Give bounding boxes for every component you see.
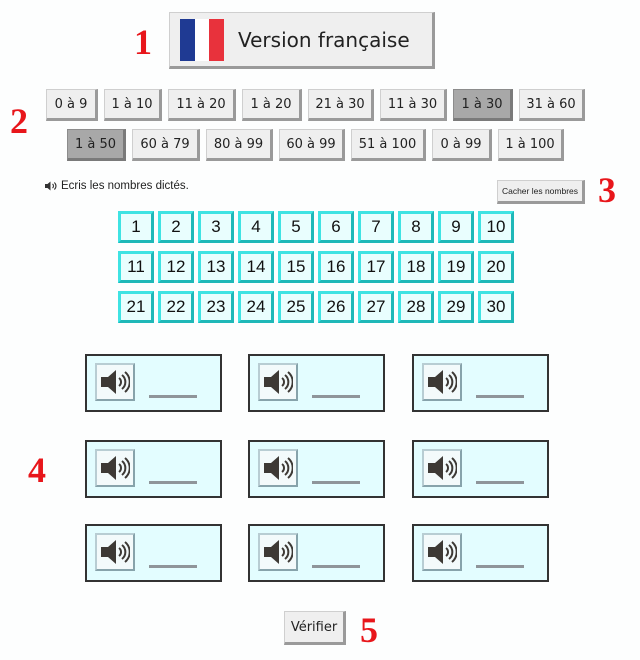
number-cell[interactable]: 8 [398, 211, 434, 243]
answer-blank[interactable] [149, 481, 197, 484]
number-cell[interactable]: 16 [318, 251, 354, 283]
play-sound-button[interactable] [422, 449, 462, 487]
language-version-button[interactable]: Version française [169, 12, 435, 69]
number-cell[interactable]: 18 [398, 251, 434, 283]
range-button-0-99[interactable]: 0 à 99 [432, 129, 492, 161]
hide-numbers-button[interactable]: Cacher les nombres [497, 180, 585, 204]
range-button-1-100[interactable]: 1 à 100 [498, 129, 564, 161]
number-cell[interactable]: 26 [318, 291, 354, 323]
play-sound-button[interactable] [258, 533, 298, 571]
answer-box-2[interactable] [248, 354, 385, 412]
play-sound-button[interactable] [95, 533, 135, 571]
range-buttons-row-2: 1 à 50 60 à 79 80 à 99 60 à 99 51 à 100 … [0, 129, 640, 163]
answer-blank[interactable] [476, 395, 524, 398]
flag-stripe-red [209, 18, 225, 61]
flag-stripe-white [194, 18, 210, 61]
range-button-51-100[interactable]: 51 à 100 [351, 129, 426, 161]
play-sound-button[interactable] [422, 533, 462, 571]
number-cell[interactable]: 29 [438, 291, 474, 323]
speaker-icon [264, 370, 293, 394]
number-cell[interactable]: 10 [478, 211, 514, 243]
number-cell[interactable]: 9 [438, 211, 474, 243]
answer-box-3[interactable] [412, 354, 549, 412]
number-cell[interactable]: 11 [118, 251, 154, 283]
answer-blank[interactable] [476, 481, 524, 484]
number-cell[interactable]: 15 [278, 251, 314, 283]
number-cell[interactable]: 12 [158, 251, 194, 283]
range-buttons-row-1: 0 à 9 1 à 10 11 à 20 1 à 20 21 à 30 11 à… [0, 89, 640, 123]
instruction-text: Ecris les nombres dictés. [61, 180, 189, 192]
answer-box-9[interactable] [412, 524, 549, 582]
range-button-21-30[interactable]: 21 à 30 [308, 89, 374, 121]
number-cell[interactable]: 3 [198, 211, 234, 243]
answer-box-7[interactable] [85, 524, 222, 582]
speaker-icon [428, 370, 457, 394]
number-cell[interactable]: 21 [118, 291, 154, 323]
number-cell[interactable]: 25 [278, 291, 314, 323]
french-flag-icon [180, 18, 225, 61]
range-button-1-30[interactable]: 1 à 30 [453, 89, 513, 121]
number-cell[interactable]: 6 [318, 211, 354, 243]
language-button-label: Version française [238, 27, 410, 52]
marker-5: 5 [360, 610, 378, 650]
play-sound-button[interactable] [422, 363, 462, 401]
number-cell[interactable]: 13 [198, 251, 234, 283]
play-sound-button[interactable] [258, 449, 298, 487]
speaker-icon[interactable] [45, 181, 58, 191]
answer-blank[interactable] [476, 565, 524, 568]
number-cell[interactable]: 22 [158, 291, 194, 323]
number-cell[interactable]: 19 [438, 251, 474, 283]
answer-box-5[interactable] [248, 440, 385, 498]
answer-box-4[interactable] [85, 440, 222, 498]
number-cell[interactable]: 27 [358, 291, 394, 323]
flag-stripe-blue [180, 18, 195, 61]
number-cell[interactable]: 30 [478, 291, 514, 323]
answer-blank[interactable] [149, 395, 197, 398]
range-button-0-9[interactable]: 0 à 9 [46, 89, 98, 121]
marker-4: 4 [28, 450, 46, 490]
play-sound-button[interactable] [95, 363, 135, 401]
play-sound-button[interactable] [258, 363, 298, 401]
marker-1: 1 [134, 22, 152, 62]
range-button-1-50[interactable]: 1 à 50 [67, 129, 126, 161]
answer-blank[interactable] [149, 565, 197, 568]
number-cell[interactable]: 14 [238, 251, 274, 283]
range-button-60-99[interactable]: 60 à 99 [279, 129, 345, 161]
answer-blank[interactable] [312, 565, 360, 568]
answer-box-8[interactable] [248, 524, 385, 582]
answer-blank[interactable] [312, 395, 360, 398]
number-cell[interactable]: 1 [118, 211, 154, 243]
speaker-icon [428, 540, 457, 564]
speaker-icon [264, 540, 293, 564]
speaker-icon [101, 370, 130, 394]
range-button-1-20[interactable]: 1 à 20 [242, 89, 302, 121]
range-button-31-60[interactable]: 31 à 60 [519, 89, 585, 121]
number-cell[interactable]: 7 [358, 211, 394, 243]
instruction[interactable]: Ecris les nombres dictés. [45, 180, 189, 192]
range-button-60-79[interactable]: 60 à 79 [132, 129, 200, 161]
answer-blank[interactable] [312, 481, 360, 484]
number-cell[interactable]: 20 [478, 251, 514, 283]
speaker-icon [264, 456, 293, 480]
play-sound-button[interactable] [95, 449, 135, 487]
answer-box-6[interactable] [412, 440, 549, 498]
range-button-80-99[interactable]: 80 à 99 [206, 129, 273, 161]
marker-2: 2 [10, 101, 28, 141]
speaker-icon [101, 456, 130, 480]
number-cell[interactable]: 4 [238, 211, 274, 243]
number-cell[interactable]: 17 [358, 251, 394, 283]
number-cell[interactable]: 5 [278, 211, 314, 243]
range-button-11-20[interactable]: 11 à 20 [168, 89, 236, 121]
marker-3: 3 [598, 170, 616, 210]
speaker-icon [101, 540, 130, 564]
answer-box-1[interactable] [85, 354, 222, 412]
number-cell[interactable]: 23 [198, 291, 234, 323]
speaker-icon [428, 456, 457, 480]
number-cell[interactable]: 2 [158, 211, 194, 243]
number-cell[interactable]: 24 [238, 291, 274, 323]
range-button-1-10[interactable]: 1 à 10 [104, 89, 162, 121]
range-button-11-30[interactable]: 11 à 30 [380, 89, 447, 121]
number-cell[interactable]: 28 [398, 291, 434, 323]
verify-button[interactable]: Vérifier [284, 611, 346, 645]
